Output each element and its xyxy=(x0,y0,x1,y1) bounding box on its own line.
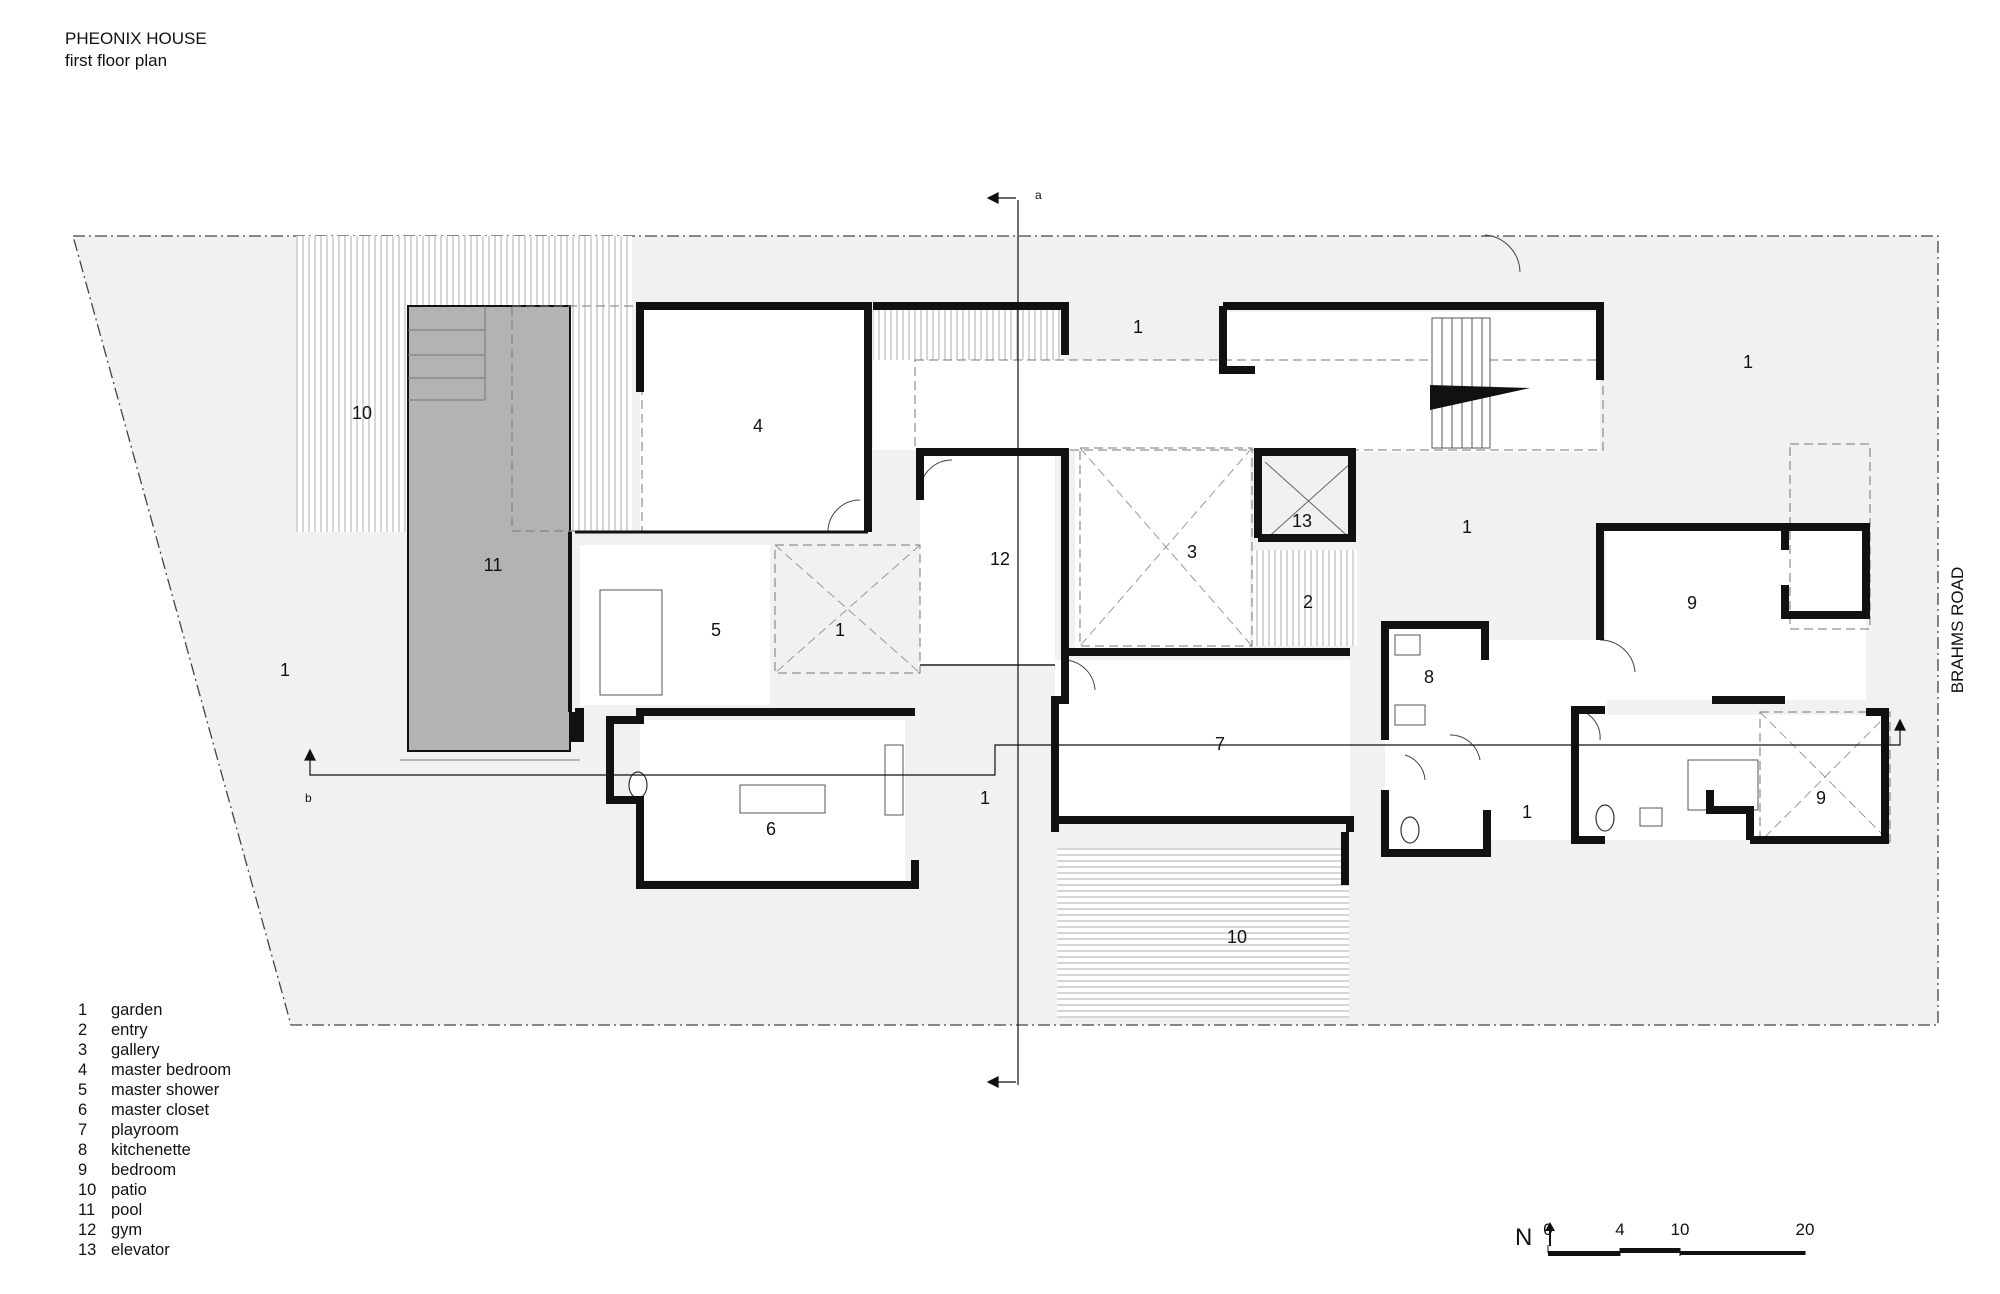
scale-tick-label: 10 xyxy=(1671,1220,1690,1239)
legend-number: 7 xyxy=(78,1121,88,1139)
legend-number: 10 xyxy=(78,1181,97,1199)
pool-basin xyxy=(407,305,571,752)
legend-item: 11 pool xyxy=(78,1200,231,1220)
room-label-elevator: 13 xyxy=(1292,511,1312,531)
legend-item: 4 master bedroom xyxy=(78,1060,231,1080)
legend-item: 9 bedroom xyxy=(78,1160,231,1180)
legend-item: 3 gallery xyxy=(78,1040,231,1060)
room-label-garden-west: 1 xyxy=(280,660,290,680)
scale-ticks: 0 4 10 20 xyxy=(1543,1220,1814,1239)
walls xyxy=(571,302,1889,889)
legend-item: 13 elevator xyxy=(78,1240,231,1260)
legend-label: elevator xyxy=(111,1241,170,1259)
scale-tick-label: 4 xyxy=(1615,1220,1624,1239)
scale-tick-label: 20 xyxy=(1796,1220,1815,1239)
legend-label: playroom xyxy=(111,1121,179,1139)
room-label-patio-west: 10 xyxy=(352,403,372,423)
legend-number: 6 xyxy=(78,1101,88,1119)
room-label-master-closet: 6 xyxy=(766,819,776,839)
section-line-a xyxy=(986,192,1019,1088)
legend-number: 11 xyxy=(78,1201,96,1219)
legend-number: 3 xyxy=(78,1041,88,1059)
legend-label: patio xyxy=(111,1181,147,1199)
legend-label: master shower xyxy=(111,1081,220,1099)
legend-label: master bedroom xyxy=(111,1061,232,1079)
legend-label: pool xyxy=(111,1201,143,1219)
legend-label: master closet xyxy=(111,1101,210,1119)
legend-label: bedroom xyxy=(111,1161,177,1179)
north-deck xyxy=(873,306,1063,366)
legend-item: 10 patio xyxy=(78,1180,231,1200)
legend-number: 1 xyxy=(78,1001,88,1019)
legend-number: 5 xyxy=(78,1081,88,1099)
legend-number: 13 xyxy=(78,1241,97,1259)
north-label: N xyxy=(1515,1224,1532,1251)
room-label-bedroom-south: 9 xyxy=(1816,788,1826,808)
door-swings xyxy=(827,234,1636,781)
room-label-entry: 2 xyxy=(1303,592,1313,612)
room-label-gallery: 3 xyxy=(1187,542,1197,562)
legend-item: 7 playroom xyxy=(78,1120,231,1140)
legend-label: gallery xyxy=(111,1041,160,1059)
legend-number: 4 xyxy=(78,1061,88,1079)
legend-label: entry xyxy=(111,1021,148,1039)
room-label-bedroom-north: 9 xyxy=(1687,593,1697,613)
section-label-a: a xyxy=(1035,188,1042,202)
legend-item: 6 master closet xyxy=(78,1100,231,1120)
room-label-kitchenette: 8 xyxy=(1424,667,1434,687)
legend-item: 12 gym xyxy=(78,1220,231,1240)
room-label-garden-south: 1 xyxy=(980,788,990,808)
legend-number: 8 xyxy=(78,1141,88,1159)
legend-label: gym xyxy=(111,1221,143,1239)
legend-item: 1 garden xyxy=(78,1000,231,1020)
room-label-garden-east: 1 xyxy=(1462,517,1472,537)
section-line-b xyxy=(304,718,1906,776)
legend: 1 garden 2 entry 3 gallery 4 master bedroom 5 mas… xyxy=(78,1000,231,1260)
legend-item: 2 entry xyxy=(78,1020,231,1040)
room-label-patio-south: 10 xyxy=(1227,927,1247,947)
room-label-garden-northeast: 1 xyxy=(1743,352,1753,372)
drawing-subtitle: first floor plan xyxy=(65,51,168,70)
legend-item: 5 master shower xyxy=(78,1080,231,1100)
north-arrow-icon xyxy=(1545,1222,1555,1246)
scale-bar: 0 4 10 20 xyxy=(1543,1220,1814,1256)
drawing-title: PHEONIX HOUSE xyxy=(65,29,207,48)
room-label-master-shower: 5 xyxy=(711,620,721,640)
road-label: BRAHMS ROAD xyxy=(1948,567,1967,694)
entry-deck xyxy=(1253,550,1357,646)
scale-tick-label: 0 xyxy=(1543,1220,1552,1239)
legend-item: 8 kitchenette xyxy=(78,1140,231,1160)
room-label-garden-north: 1 xyxy=(1133,317,1143,337)
legend-number: 9 xyxy=(78,1161,88,1179)
room-label-playroom: 7 xyxy=(1215,734,1225,754)
legend-number: 12 xyxy=(78,1221,97,1239)
stair-cut xyxy=(1430,385,1530,410)
title-block: PHEONIX HOUSE first floor plan xyxy=(65,28,207,72)
room-label-garden-southeast: 1 xyxy=(1522,802,1532,822)
room-label-garden-courtyard: 1 xyxy=(835,620,845,640)
legend-label: garden xyxy=(111,1001,163,1019)
room-label-master-bedroom: 4 xyxy=(753,416,763,436)
room-label-gym: 12 xyxy=(990,549,1010,569)
void-crosses xyxy=(774,447,1891,843)
stair xyxy=(1431,317,1491,449)
section-label-b: b xyxy=(305,791,312,805)
elevator-cross xyxy=(1264,461,1353,541)
legend-number: 2 xyxy=(78,1021,88,1039)
toilets xyxy=(628,771,1615,844)
patio-south-deck xyxy=(1057,848,1349,1018)
legend-label: kitchenette xyxy=(111,1141,191,1159)
room-label-pool: 11 xyxy=(484,555,503,575)
